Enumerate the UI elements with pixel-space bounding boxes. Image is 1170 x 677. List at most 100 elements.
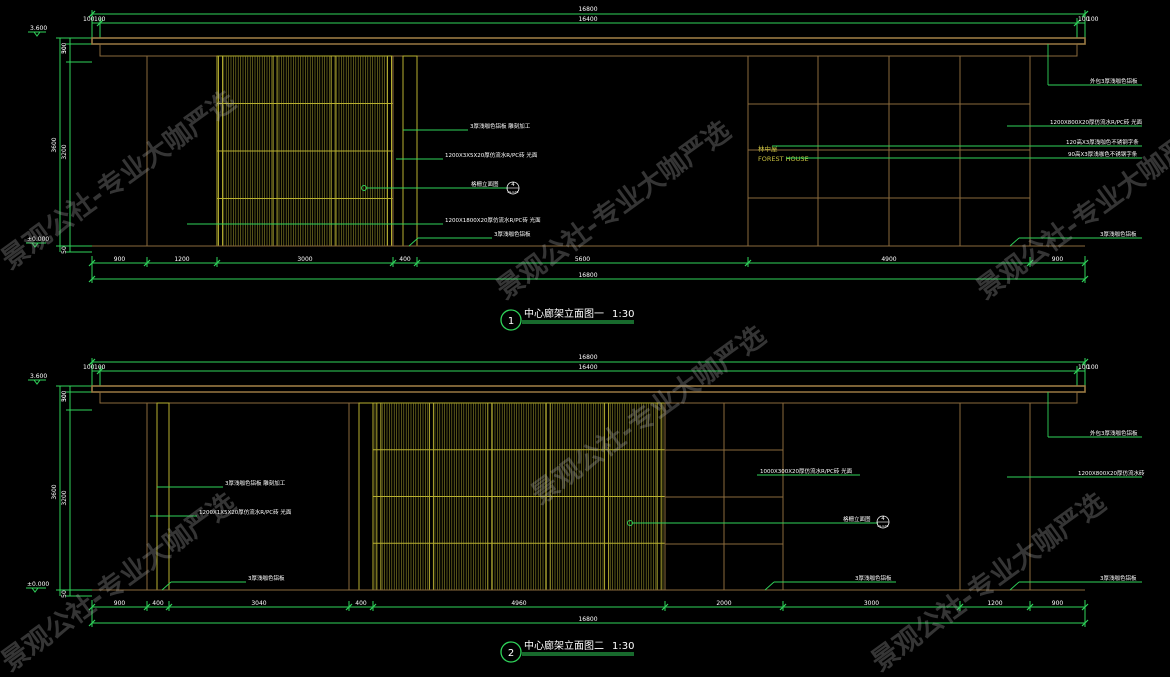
posts-1	[392, 55, 418, 247]
vdim: 50	[61, 246, 68, 254]
level-bottom: ±0.000	[27, 236, 49, 243]
notes-left-1: 3厚浅咖色铝板 雕刻加工 1200X3X5X20厚仿流水R/PC砖 光面 格栅立…	[187, 122, 541, 247]
segment-dim: 3000	[297, 256, 312, 263]
roof-beam-1	[91, 37, 1086, 57]
watermarks: 景观公社-专业大咖严选 景观公社-专业大咖严选 景观公社-专业大咖严选 景观公社…	[0, 84, 1170, 677]
roof-beam-2	[91, 385, 1086, 404]
vdim: 3600	[51, 484, 58, 499]
note: 1000X300X20厚仿流水R/PC砖 光面	[760, 467, 853, 475]
right-glass-panel-1: 林中屋 FOREST HOUSE	[747, 55, 1031, 247]
end-dim: 100	[83, 16, 95, 23]
note: 格栅立面图	[843, 515, 871, 523]
note: 3厚浅咖色铝板 雕刻加工	[470, 122, 531, 130]
callout-sub: LS-G78	[508, 190, 519, 194]
elevation-scale: 1:30	[612, 641, 634, 652]
elevation-scale: 1:30	[612, 309, 634, 320]
note: 1200X1800X20厚仿流水R/PC砖 光面	[445, 216, 541, 224]
note: 1200X800X20厚仿流水R/PC砖 光面	[1050, 118, 1143, 126]
note: 1200X3X5X20厚仿流水R/PC砖 光面	[445, 151, 538, 159]
segment-dim: 400	[152, 600, 164, 607]
inner-dim: 16400	[578, 364, 597, 371]
note: 3厚浅咖色铝板	[494, 230, 531, 238]
end-dim: 100	[1078, 364, 1090, 371]
level-bottom: ±0.000	[27, 581, 49, 588]
segment-dim: 900	[1052, 256, 1064, 263]
callout-num: 4	[881, 516, 885, 522]
vdim: 3200	[61, 490, 68, 505]
segment-dim: 4960	[511, 600, 526, 607]
lattice-screen-1	[216, 55, 394, 247]
vdim: 50	[61, 46, 68, 54]
level-top: 3.600	[30, 25, 47, 32]
vdim: 3200	[61, 144, 68, 159]
top-dimensions-1: 16800 16400 100 100 100 100	[83, 6, 1099, 38]
segment-dim: 4900	[881, 256, 896, 263]
title-block-1: 1 中心廊架立面图一 1:30	[500, 307, 634, 331]
note: 格栅立面图	[471, 180, 499, 188]
end-dim: 100	[1087, 364, 1099, 371]
segment-dim: 400	[399, 256, 411, 263]
watermark: 景观公社-专业大咖严选	[0, 84, 242, 275]
segment-dim: 900	[114, 256, 126, 263]
title-block-2: 2 中心廊架立面图二 1:30	[500, 639, 634, 663]
segment-dim: 400	[355, 600, 367, 607]
notes-left-2: 3厚浅咖色铝板 雕刻加工 1200X1X5X20厚仿流水R/PC砖 光面 3厚浅…	[150, 479, 292, 591]
vertical-dimensions-1: 3.600 ±0.000 50 300 3200 3600 50	[26, 25, 92, 254]
glass-panel-2	[664, 402, 784, 591]
end-dim: 100	[94, 364, 106, 371]
top-dimensions-2: 16800 16400 100 100 100 100	[83, 354, 1099, 386]
note: 外包3厚浅咖色铝板	[1090, 429, 1138, 437]
vdim: 50	[61, 394, 68, 402]
bottom-total: 16800	[578, 616, 597, 623]
note: 3厚浅咖色铝板	[1100, 574, 1137, 582]
segment-dim: 3000	[864, 600, 879, 607]
elevation-number: 1	[508, 316, 514, 327]
sign-chinese: 林中屋	[758, 144, 778, 153]
note: 外包3厚浅咖色铝板	[1090, 77, 1138, 85]
note: 1200X800X20厚仿流水砖	[1078, 469, 1145, 477]
vertical-dimensions-2: 3.600 ±0.000 50 300 3200 3600 50	[26, 373, 92, 598]
elevation-number: 2	[508, 648, 514, 659]
note: 3厚浅咖色铝板	[248, 574, 285, 582]
watermark: 景观公社-专业大咖严选	[490, 114, 736, 305]
callout-sub: LS-G78	[878, 524, 889, 528]
sign-english: FOREST HOUSE	[758, 155, 809, 163]
notes-right-1: 外包3厚浅咖色铝板 1200X800X20厚仿流水R/PC砖 光面 120高X3…	[772, 44, 1143, 247]
note: 3厚浅咖色铝板	[855, 574, 892, 582]
vdim: 50	[61, 590, 68, 598]
segment-dim: 2000	[716, 600, 731, 607]
vdim: 300	[61, 390, 68, 402]
end-dim: 100	[94, 16, 106, 23]
center-posts-2	[348, 402, 374, 591]
segment-dim: 1200	[987, 600, 1002, 607]
end-dim: 100	[1087, 16, 1099, 23]
overall-dim: 16800	[578, 354, 597, 361]
note: 1200X1X5X20厚仿流水R/PC砖 光面	[199, 508, 292, 516]
note: 3厚浅咖色铝板	[1100, 230, 1137, 238]
bottom-dimensions-2: 16800 900 400 3040 400 4960 2000 3000 1200 900	[88, 600, 1089, 627]
segment-dim: 900	[114, 600, 126, 607]
segment-dim: 1200	[174, 256, 189, 263]
elevation-title: 中心廊架立面图二	[524, 639, 604, 652]
elevation-1: 16800 16400 100 100 100 100 3.600 ±0.000…	[26, 6, 1143, 331]
notes-middle-2: 1000X300X20厚仿流水R/PC砖 光面 格栅立面图 4 LS-G78 3…	[627, 467, 896, 591]
segment-dim: 900	[1052, 600, 1064, 607]
level-top: 3.600	[30, 373, 47, 380]
overall-dim: 16800	[578, 6, 597, 13]
note: 90高X3厚浅咖色不锈钢字条	[1068, 150, 1138, 158]
end-dim: 100	[83, 364, 95, 371]
note: 120高X3厚浅咖色不锈钢字条	[1066, 138, 1139, 146]
segment-dim: 3040	[251, 600, 266, 607]
note: 3厚浅咖色铝板 雕刻加工	[225, 479, 286, 487]
inner-dim: 16400	[578, 16, 597, 23]
segment-dim: 5600	[575, 256, 590, 263]
callout-num: 4	[511, 182, 515, 188]
elevation-title: 中心廊架立面图一	[524, 307, 604, 320]
end-dim: 100	[1078, 16, 1090, 23]
notes-right-2: 外包3厚浅咖色铝板 1200X800X20厚仿流水砖 3厚浅咖色铝板	[1007, 392, 1145, 591]
elevation-2: 16800 16400 100 100 100 100 3.600 ±0.000…	[26, 354, 1145, 663]
lattice-screen-2	[372, 402, 666, 591]
vdim: 3600	[51, 137, 58, 152]
